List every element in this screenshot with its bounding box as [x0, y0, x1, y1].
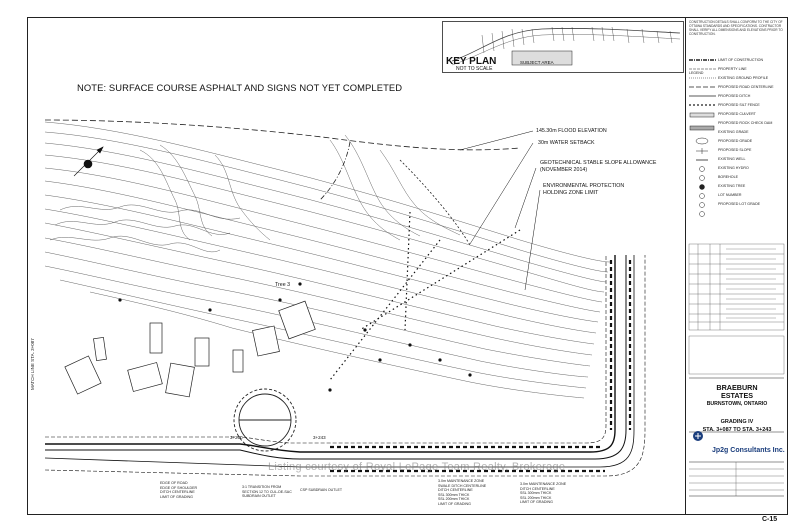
protection-zone-label-2: HOLDING ZONE LIMIT	[543, 190, 599, 196]
subject-area-label: SUBJECT AREA	[520, 60, 554, 65]
station-label: 3+243	[313, 435, 326, 440]
title-block: CONSTRUCTION DETAILS SHALL CONFORM TO TH…	[685, 18, 788, 523]
key-plan-map	[442, 21, 684, 73]
project-name-2: ESTATES	[720, 391, 754, 400]
sheet-title: GRADING IV	[720, 419, 754, 425]
consultant-logo	[693, 431, 703, 441]
legend-item: PROPOSED SLOPE	[718, 148, 752, 152]
general-notes: CONSTRUCTION DETAILS SHALL CONFORM TO TH…	[689, 20, 783, 36]
legend-item: EXISTING GROUND PROFILE	[718, 76, 769, 80]
legend-item: EXISTING TREE	[718, 184, 746, 188]
project-info: BRAEBURN ESTATES BURNSTOWN, ONTARIO GRAD…	[686, 383, 788, 434]
protection-zone-label: ENVIRONMENTAL PROTECTION	[543, 183, 625, 189]
listing-watermark: Listing courtesy of Royal LePage Team Re…	[268, 461, 566, 473]
slope-allowance-label: GEOTECHNICAL STABLE SLOPE ALLOWANCE	[540, 160, 657, 166]
sheet-number: C-15	[762, 516, 778, 523]
consultant-name: Jp2g Consultants Inc.	[712, 447, 785, 454]
legend-item: EXISTING GRADE	[718, 130, 749, 134]
key-plan-scale: NOT TO SCALE	[456, 66, 493, 72]
water-setback-label: 30m WATER SETBACK	[538, 140, 595, 146]
legend-item: LOT NUMBER	[718, 193, 742, 197]
legend-item: LIMIT OF CONSTRUCTION	[718, 58, 764, 62]
sheet-border	[27, 17, 788, 515]
match-line-label: MATCH LINE STA. 3+087	[30, 338, 35, 390]
key-plan-title: KEY PLAN	[446, 56, 497, 67]
legend-item: PROPOSED ROCK CHECK DAM	[718, 121, 773, 125]
legend-item: PROPOSED SILT FENCE	[718, 103, 760, 107]
subdrain-callout: CSP SUBDRAIN OUTLET	[300, 488, 343, 492]
legend-item: PROPOSED GRADE	[718, 139, 753, 143]
north-arrow	[73, 146, 104, 177]
station-range: STA. 3+087 TO STA. 3+243	[702, 427, 772, 433]
legend-title: LEGEND	[689, 71, 704, 75]
legend-item: PROPERTY LINE	[718, 67, 747, 71]
legend-item: PROPOSED DITCH	[718, 94, 751, 98]
legend-symbols	[688, 59, 785, 497]
legend-item: BOREHOLE	[718, 175, 738, 179]
legend-item: PROPOSED CULVERT	[718, 112, 756, 116]
construction-note: NOTE: SURFACE COURSE ASPHALT AND SIGNS N…	[77, 82, 403, 93]
station-label: 3+200	[230, 435, 243, 440]
project-location: BURNSTOWN, ONTARIO	[706, 401, 768, 407]
tree-label: Tree 3	[275, 282, 291, 288]
legend-item: PROPOSED ROAD CENTERLINE	[718, 85, 774, 89]
slope-allowance-date: (NOVEMBER 2014)	[540, 167, 588, 173]
flood-elevation-label: 145.30m FLOOD ELEVATION	[536, 128, 607, 134]
legend-item: EXISTING HYDRO	[718, 166, 749, 170]
project-name: BRAEBURN	[716, 383, 758, 392]
legend-item: EXISTING WELL	[718, 157, 746, 161]
legend-item: PROPOSED LOT GRADE	[718, 202, 761, 206]
